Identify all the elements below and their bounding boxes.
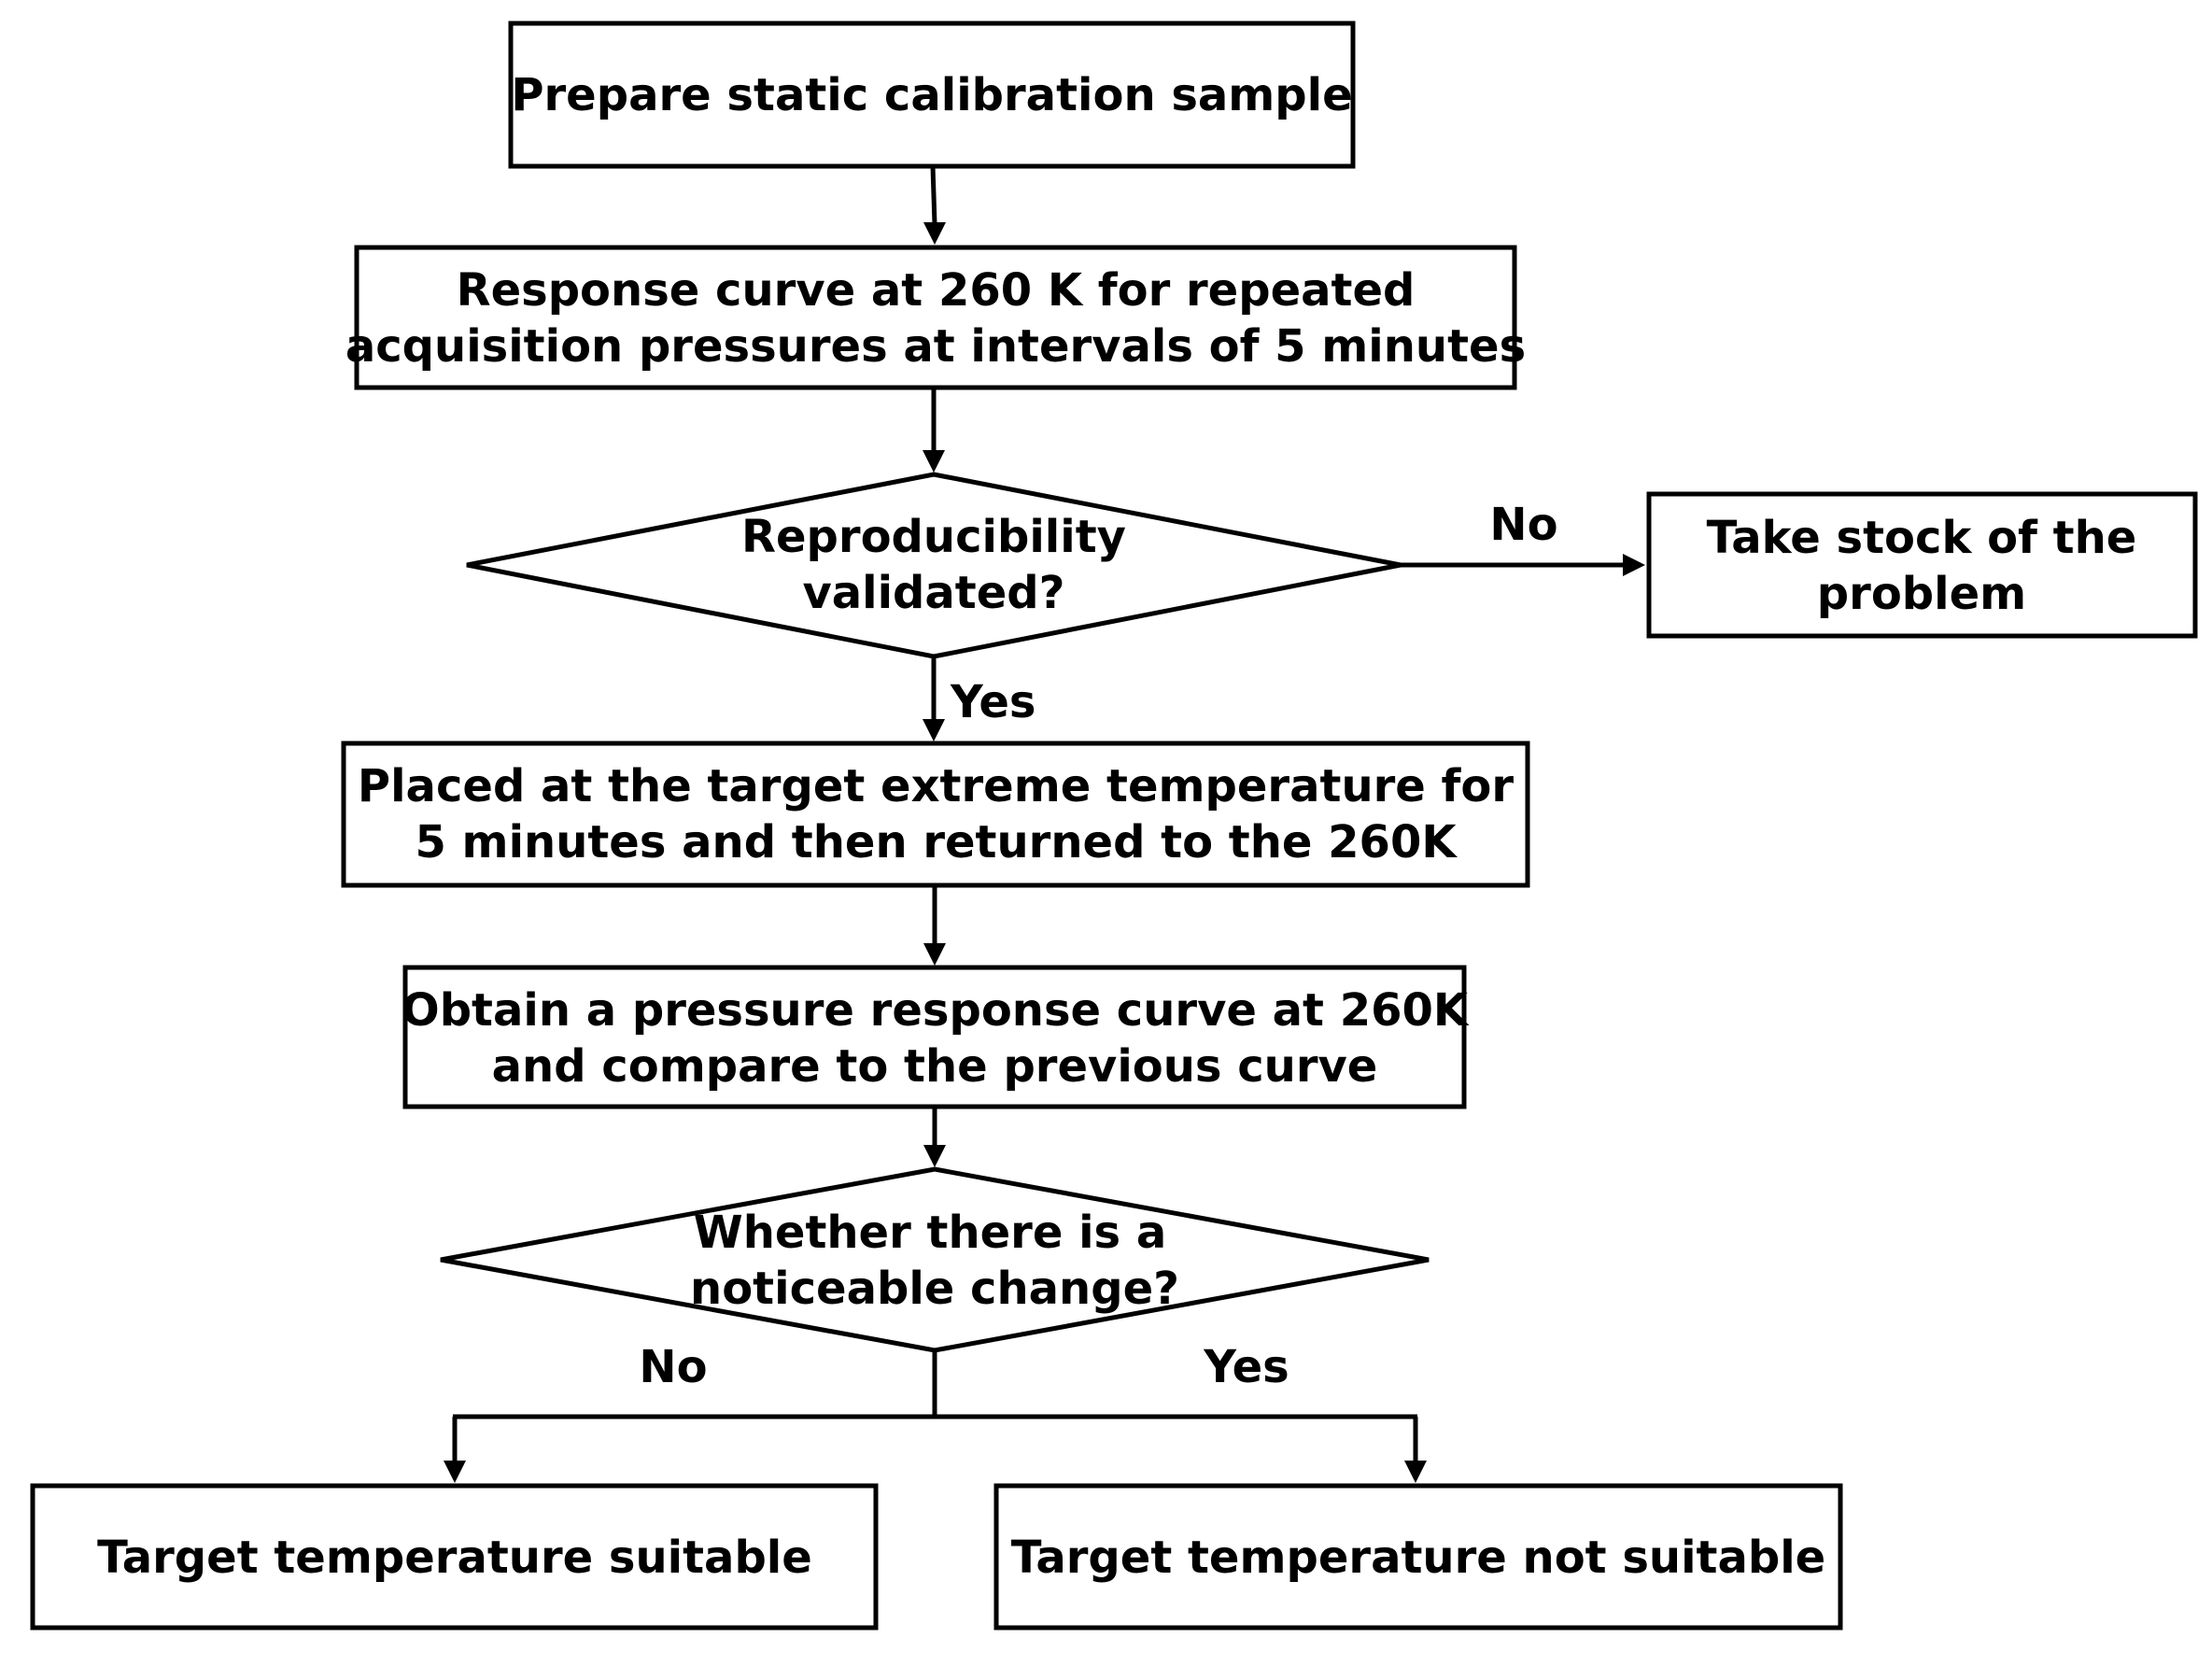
node-placed-extreme-line-2: 5 minutes and then returned to the 260K: [415, 816, 1458, 868]
edge-label-reproducibility-yes: Yes: [950, 676, 1036, 728]
node-prepare: Prepare static calibration sample: [508, 21, 1356, 169]
node-noticeable-change: Whether there is a noticeable change?: [440, 1166, 1430, 1353]
node-take-stock-line-1: Take stock of the: [1707, 512, 2137, 564]
node-response-curve-line-2: acquisition pressures at intervals of 5 …: [345, 320, 1526, 373]
node-response-curve: Response curve at 260 K for repeated acq…: [345, 245, 1526, 390]
node-not-suitable-line-1: Target temperature not suitable: [1011, 1532, 1825, 1584]
edge-label-reproducibility-no: No: [1489, 499, 1557, 551]
node-reproducibility-line-2: validated?: [802, 567, 1064, 619]
node-suitable: Target temperature suitable: [30, 1483, 879, 1631]
arrowhead-icon: [923, 450, 945, 473]
node-take-stock: Take stock of the problem: [1646, 491, 2198, 639]
arrowhead-icon: [923, 222, 946, 245]
node-reproducibility: Reproducibility validated?: [466, 472, 1402, 659]
node-obtain-curve-line-1: Obtain a pressure response curve at 260K: [402, 984, 1470, 1037]
node-obtain-curve-line-2: and compare to the previous curve: [492, 1040, 1378, 1093]
arrowhead-icon: [1623, 554, 1645, 576]
edge-label-change-yes: Yes: [1203, 1341, 1289, 1393]
node-noticeable-change-line-1: Whether there is a: [694, 1207, 1166, 1259]
arrowhead-icon: [923, 1145, 946, 1167]
node-prepare-line-1: Prepare static calibration sample: [511, 69, 1352, 121]
node-response-curve-line-1: Response curve at 260 K for repeated: [457, 264, 1416, 317]
edge-label-change-no: No: [639, 1341, 707, 1393]
arrowhead-icon: [923, 719, 945, 741]
edges: [444, 165, 1645, 1483]
node-placed-extreme-line-1: Placed at the target extreme temperature…: [358, 760, 1514, 812]
arrowhead-icon: [1404, 1461, 1427, 1483]
node-take-stock-line-2: problem: [1817, 568, 2026, 620]
edge-prepare-to-response: [930, 165, 937, 225]
node-obtain-curve: Obtain a pressure response curve at 260K…: [402, 965, 1470, 1109]
node-noticeable-change-line-2: noticeable change?: [690, 1263, 1179, 1315]
node-not-suitable: Target temperature not suitable: [993, 1483, 1843, 1631]
node-reproducibility-line-1: Reproducibility: [741, 511, 1126, 563]
arrowhead-icon: [444, 1461, 466, 1483]
node-placed-extreme: Placed at the target extreme temperature…: [341, 741, 1530, 888]
arrowhead-icon: [923, 943, 946, 966]
edge-labels: No Yes No Yes: [639, 499, 1557, 1393]
node-suitable-line-1: Target temperature suitable: [97, 1532, 812, 1584]
